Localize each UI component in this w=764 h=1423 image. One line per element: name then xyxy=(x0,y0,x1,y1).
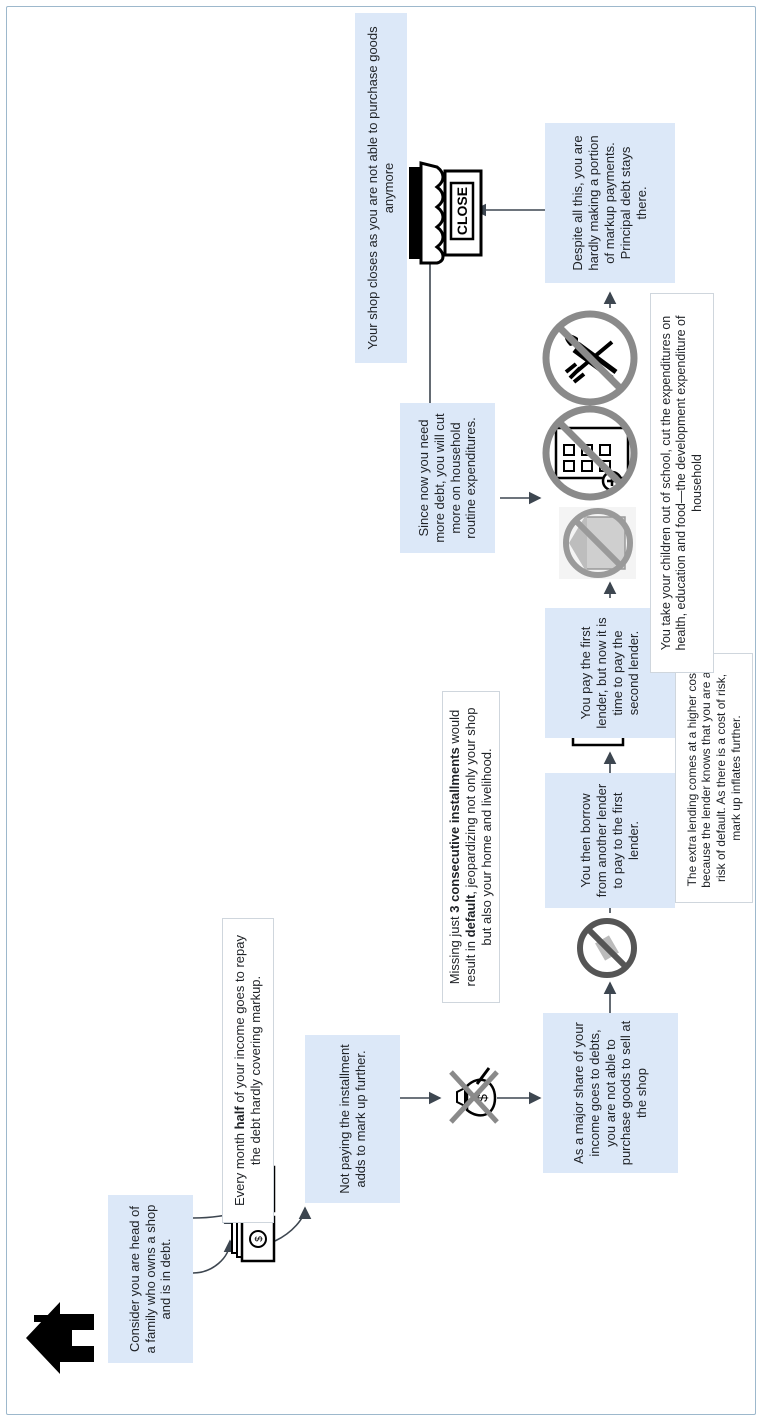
not-paying-box: Not paying the installment adds to mark … xyxy=(305,1035,400,1203)
no-food-icon xyxy=(540,308,640,408)
no-hospital-icon xyxy=(540,403,640,503)
diagram-frame xyxy=(6,6,756,1415)
borrow-box: You then borrow from another lender to p… xyxy=(545,773,675,908)
children-note: You take your children out of school, cu… xyxy=(650,293,714,673)
svg-text:$: $ xyxy=(474,1094,490,1102)
despite-box: Despite all this, you are hardly making … xyxy=(545,123,675,283)
more-debt-box: Since now you need more debt, you will c… xyxy=(400,403,495,553)
close-sign-text: CLOSE xyxy=(454,187,470,235)
no-goods-icon xyxy=(575,915,640,980)
house-icon xyxy=(20,1298,100,1378)
start-box: Consider you are head of a family who ow… xyxy=(108,1195,193,1363)
missing-installments-note: Missing just 3 consecutive installments … xyxy=(442,691,500,1003)
shop-closes-box: Your shop closes as you are not able to … xyxy=(355,13,407,363)
closed-shop-icon: CLOSE xyxy=(405,153,485,273)
extra-lending-note: The extra lending comes at a higher cost… xyxy=(675,653,753,903)
svg-text:$: $ xyxy=(254,1236,265,1242)
arrow-start-to-cash1 xyxy=(192,1239,237,1274)
debt-bag-icon: $ xyxy=(437,1064,501,1128)
arrow-cash1-to-notpaying xyxy=(274,1206,312,1242)
no-school-icon xyxy=(555,503,640,583)
half-income-note: Every month half of your income goes to … xyxy=(222,918,274,1223)
major-share-box: As a major share of your income goes to … xyxy=(543,1013,678,1173)
